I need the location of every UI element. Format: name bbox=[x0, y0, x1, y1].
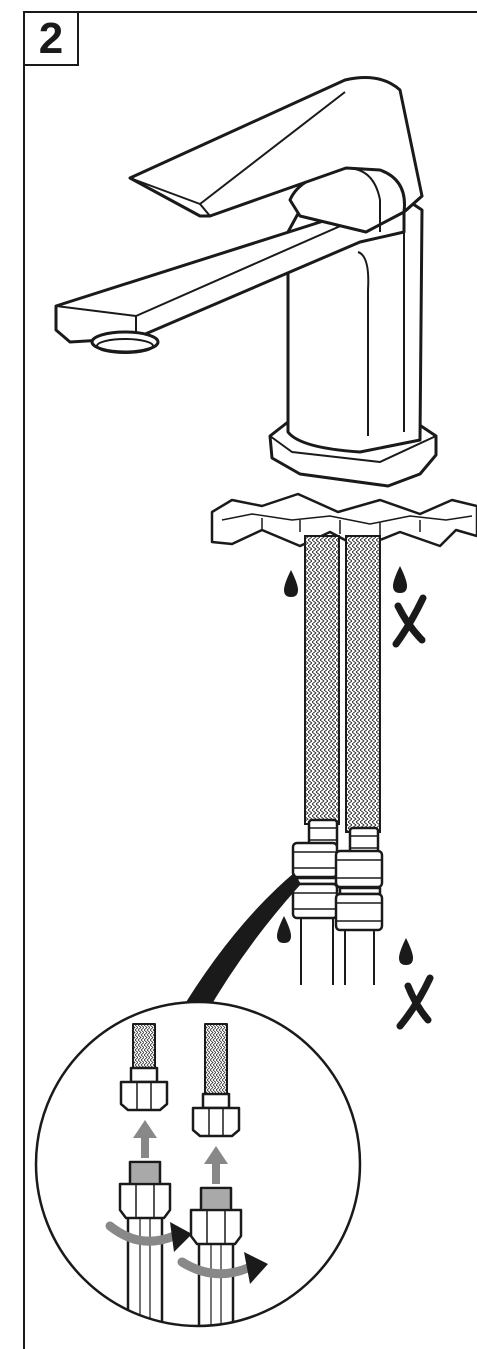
left-valve-nut bbox=[291, 882, 339, 920]
faucet-lever bbox=[128, 76, 424, 218]
detail-magnifier bbox=[34, 1000, 362, 1328]
water-drop-icon bbox=[284, 570, 298, 597]
faucet bbox=[54, 76, 438, 488]
water-drop-icon bbox=[393, 566, 407, 593]
water-drop-icon bbox=[399, 938, 413, 965]
right-compression-nut bbox=[334, 849, 384, 889]
step-number-box: 2 bbox=[23, 11, 79, 66]
frame-top-border bbox=[79, 11, 477, 13]
direction-arrow-icon bbox=[204, 1146, 228, 1184]
detail-nut-right bbox=[191, 1106, 241, 1138]
detail-nut-left bbox=[119, 1080, 169, 1112]
detail-hose-right bbox=[204, 1023, 228, 1101]
direction-arrow-icon bbox=[105, 1221, 192, 1252]
frame-left-border bbox=[23, 64, 25, 1349]
detail-hose-left bbox=[132, 1023, 156, 1075]
left-hose-connection bbox=[291, 818, 339, 985]
cross-mark-icon bbox=[396, 974, 434, 1030]
direction-arrow-icon bbox=[177, 1252, 268, 1284]
hose-left bbox=[304, 535, 340, 825]
right-hose-connection bbox=[334, 826, 384, 985]
left-compression-nut bbox=[291, 841, 339, 879]
cross-marks bbox=[392, 594, 434, 1030]
direction-arrow-icon bbox=[133, 1120, 157, 1158]
step-number: 2 bbox=[38, 13, 64, 63]
water-drop-icon bbox=[277, 916, 291, 943]
detail-valve-left bbox=[118, 1182, 172, 1220]
hose-right bbox=[345, 535, 381, 833]
right-valve-nut bbox=[334, 892, 384, 932]
supply-hoses bbox=[304, 535, 381, 833]
water-drops bbox=[277, 566, 413, 965]
countertop-section bbox=[210, 492, 477, 550]
cross-mark-icon bbox=[392, 594, 427, 648]
detail-valve-right bbox=[189, 1208, 243, 1246]
faucet-body bbox=[286, 196, 424, 454]
